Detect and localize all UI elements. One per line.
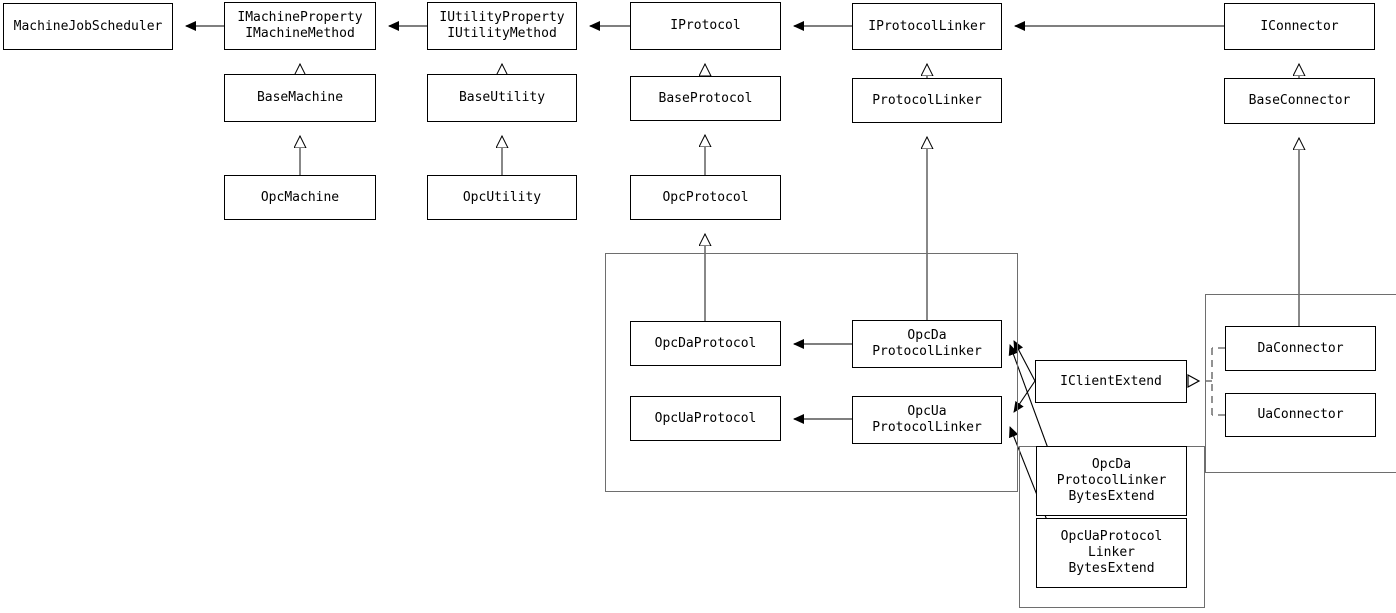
class-box-iprotocol-linker[interactable]: IProtocolLinker [852, 3, 1002, 50]
class-box-base-protocol[interactable]: BaseProtocol [630, 76, 781, 121]
class-box-opc-ua-protocol-linker-bytes-extend[interactable]: OpcUaProtocol Linker BytesExtend [1036, 518, 1187, 588]
class-box-opc-da-protocol[interactable]: OpcDaProtocol [630, 321, 781, 366]
group-connector-implementations [1205, 294, 1396, 473]
class-box-iconnector[interactable]: IConnector [1224, 3, 1375, 50]
class-box-base-machine[interactable]: BaseMachine [224, 74, 376, 122]
class-box-protocol-linker[interactable]: ProtocolLinker [852, 78, 1002, 123]
group-protocol-implementations [605, 253, 1018, 492]
class-box-opc-da-protocol-linker-bytes-extend[interactable]: OpcDa ProtocolLinker BytesExtend [1036, 446, 1187, 516]
class-box-opc-ua-protocol[interactable]: OpcUaProtocol [630, 396, 781, 441]
class-box-base-connector[interactable]: BaseConnector [1224, 78, 1375, 124]
class-box-iutility-property-method[interactable]: IUtilityProperty IUtilityMethod [427, 2, 577, 50]
class-box-iprotocol[interactable]: IProtocol [630, 2, 781, 50]
class-box-da-connector[interactable]: DaConnector [1225, 326, 1376, 371]
class-box-machine-job-scheduler[interactable]: MachineJobScheduler [3, 3, 173, 50]
class-box-base-utility[interactable]: BaseUtility [427, 74, 577, 122]
class-box-imachine-property-method[interactable]: IMachineProperty IMachineMethod [224, 2, 376, 50]
class-box-opc-da-protocol-linker[interactable]: OpcDa ProtocolLinker [852, 320, 1002, 368]
class-box-opc-ua-protocol-linker[interactable]: OpcUa ProtocolLinker [852, 396, 1002, 444]
class-box-iclient-extend[interactable]: IClientExtend [1035, 360, 1187, 403]
class-box-opc-utility[interactable]: OpcUtility [427, 175, 577, 220]
realization-hollow-arrowhead-iclientextend [1187, 373, 1201, 389]
class-box-ua-connector[interactable]: UaConnector [1225, 393, 1376, 437]
class-box-opc-protocol[interactable]: OpcProtocol [630, 175, 781, 220]
class-box-opc-machine[interactable]: OpcMachine [224, 175, 376, 220]
